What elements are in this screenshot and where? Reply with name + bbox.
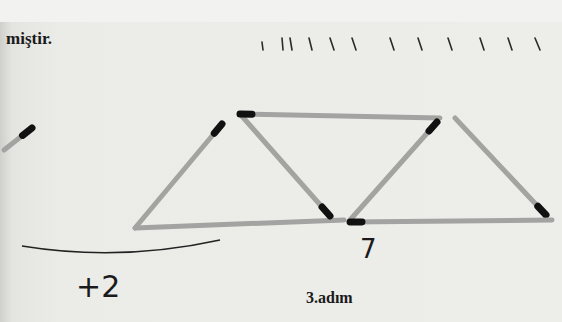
stick-body (240, 114, 330, 216)
stick-head (538, 206, 546, 215)
tally-marks (262, 38, 540, 50)
stick-head (350, 218, 362, 225)
matchstick (350, 122, 437, 220)
cut-heading: miştir. (6, 30, 52, 47)
stick-head (240, 111, 252, 118)
underline-stroke (22, 240, 220, 253)
matchstick (135, 124, 222, 228)
stick-head (322, 207, 330, 216)
matchstick (350, 220, 552, 222)
handwritten-note: +2 (76, 272, 120, 302)
stick-body (135, 220, 344, 228)
matchsticks (4, 114, 552, 228)
matchstick (240, 114, 330, 216)
stick-body (135, 124, 222, 228)
matchstick (4, 128, 32, 150)
matchstick (455, 118, 546, 215)
stick-body (350, 220, 552, 222)
stick-body (4, 128, 32, 150)
paper-strip (0, 0, 562, 22)
stick-body (455, 118, 546, 215)
step-label: 3.adım (306, 290, 353, 306)
matchstick (135, 220, 344, 228)
stick-body (350, 122, 437, 220)
stick-head (214, 124, 222, 133)
handwritten-number: 7 (360, 236, 377, 262)
stick-head (429, 122, 437, 131)
matchstick (240, 114, 440, 118)
stick-body (240, 114, 440, 118)
stick-head (23, 128, 32, 135)
